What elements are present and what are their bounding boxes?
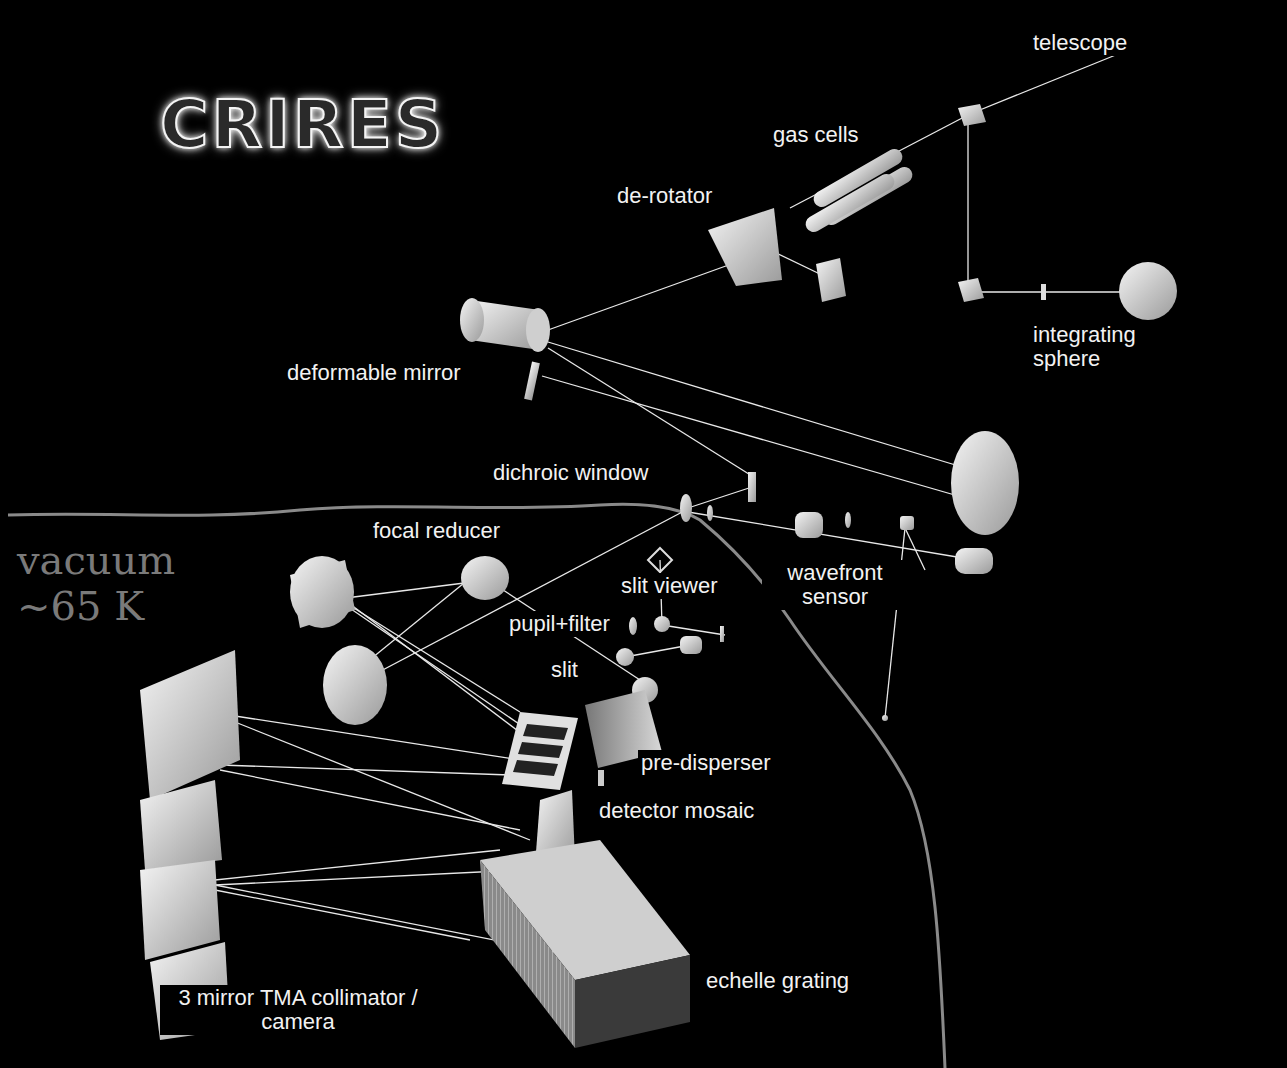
light-beams [235,722,530,840]
deformable-mirror [460,298,550,400]
slit-viewer-optics [629,617,637,635]
light-beams [905,528,925,570]
deformable-mirror [460,298,484,342]
light-beams [548,258,748,330]
light-beams [235,716,520,760]
telescope-relay-mirrors [958,104,1177,320]
pre-disperser-label: pre-disperser [638,750,774,776]
vacuum-label: vacuum ~65 K [14,536,220,630]
focal-reducer-label: focal reducer [370,518,503,544]
focal-reducer [290,556,509,725]
telescope-relay-mirrors [1041,284,1046,300]
tma-label: 3 mirror TMA collimator / camera [160,985,436,1035]
pupil-filter-label: pupil+filter [506,611,613,637]
dichroic-and-sensor [680,494,692,522]
sphere-label: integrating sphere [1030,322,1186,372]
gas-cells-label: gas cells [770,122,862,148]
light-beams [662,625,725,635]
dichroic-and-sensor [845,512,851,528]
vacuum-boundary [8,504,945,1068]
focal-reducer [461,556,509,600]
focal-reducer [290,556,354,628]
light-beams [885,528,905,718]
detector-mosaic [518,742,563,758]
light-beams [215,890,470,940]
light-beams [215,50,1128,955]
echelle-grating [480,860,575,1048]
slit-viewer-optics [648,548,672,572]
tma-mirrors [140,860,220,960]
mirror-label: deformable mirror [284,360,464,386]
wavefront-sensor-label: wavefront sensor [762,560,908,610]
grating-label: echelle grating [703,968,852,994]
tma-mirrors [140,650,240,800]
tma-mirrors [140,650,240,1040]
large-mirror [951,431,1019,574]
telescope-relay-mirrors [958,278,984,302]
echelle-grating [575,955,690,1048]
dichroic-and-sensor [707,505,713,521]
telescope-label: telescope [1030,30,1130,56]
slit-viewer-optics [720,626,724,642]
light-beams [215,850,500,880]
detector-mosaic [523,724,568,740]
slit-viewer-label: slit viewer [618,573,721,599]
de-rotator [708,208,782,286]
slit-label: slit [548,657,581,683]
light-beams [548,342,972,470]
dichroic-and-sensor [795,512,823,538]
light-beams [970,50,1128,114]
light-beams [220,765,510,775]
dichroic-and-sensor [900,516,914,530]
deformable-mirror [526,308,550,352]
light-beams [972,291,1128,292]
de-rotator [708,208,846,302]
focal-reducer [323,645,387,725]
de-rotator-label: de-rotator [614,183,715,209]
light-beams [215,870,520,885]
large-mirror [951,431,1019,535]
detector-mosaic [502,712,578,790]
light-beams [548,348,752,476]
title: CRIRES [160,86,445,163]
gas-cells [803,171,898,235]
deformable-mirror [524,362,540,401]
light-beams [220,770,520,830]
large-mirror [955,548,993,574]
vacuum-boundary [8,504,945,1068]
slit-viewer-optics [616,548,724,703]
dichroic-and-sensor [748,472,756,502]
detector-label: detector mosaic [596,798,757,824]
dichroic-and-sensor [882,715,888,721]
slit-viewer-optics [680,636,702,654]
telescope-relay-mirrors [958,104,986,126]
tma-mirrors [140,780,222,870]
detector-mosaic [513,760,558,776]
slit-viewer-optics [654,616,670,632]
dichroic-label: dichroic window [490,460,651,486]
telescope-relay-mirrors [1119,262,1177,320]
light-beams [688,487,752,508]
gas-cells [803,146,916,235]
light-beams [967,118,968,288]
slit-viewer-optics [616,648,634,666]
echelle-grating [480,840,690,1048]
detector-mosaic [598,770,604,786]
de-rotator [816,258,846,302]
light-beams [688,512,975,560]
